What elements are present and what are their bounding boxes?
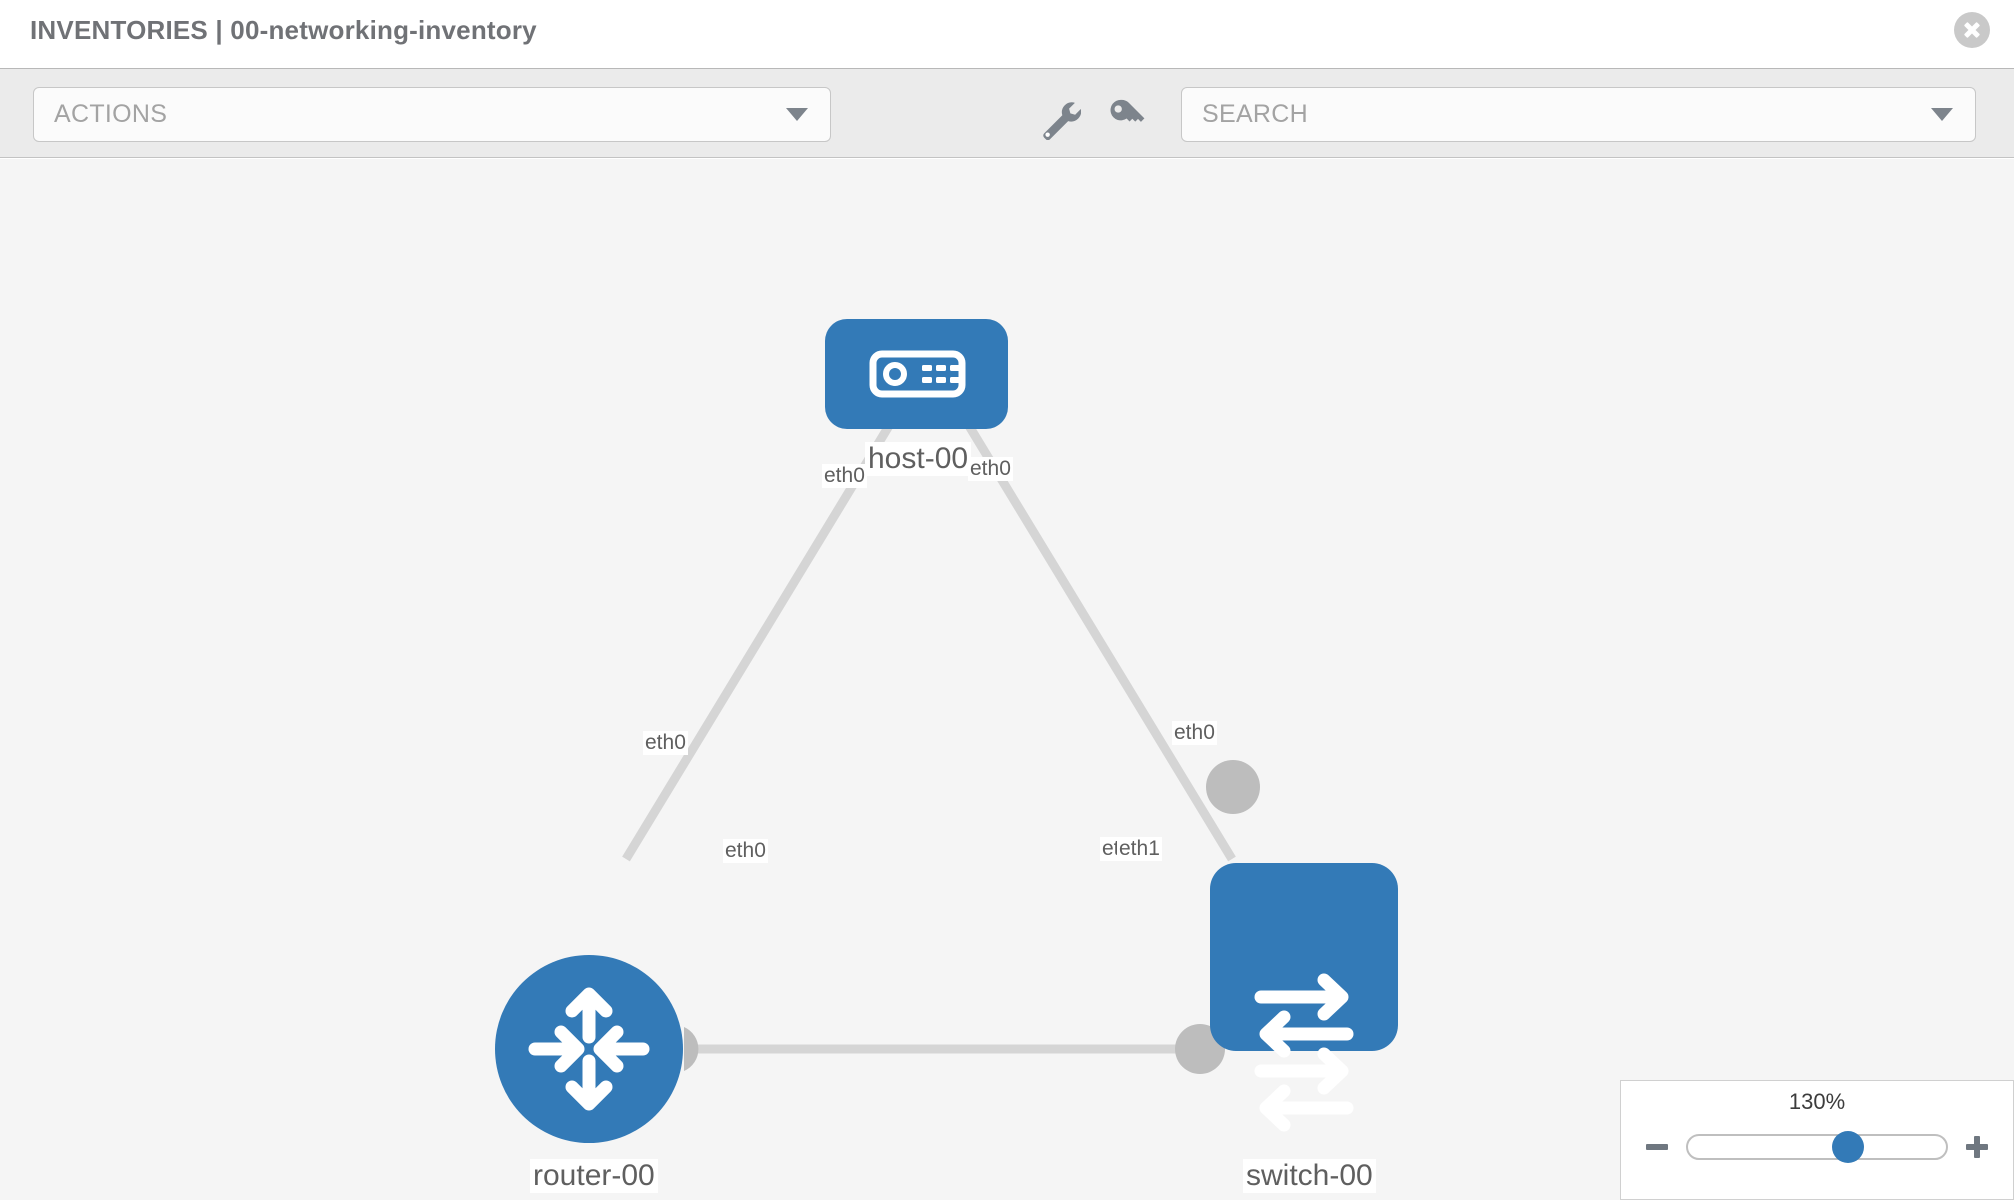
router-arrows-icon xyxy=(528,987,650,1111)
search-input[interactable]: SEARCH xyxy=(1181,87,1976,142)
port-switch-eth0-top[interactable] xyxy=(1206,760,1260,814)
topology-links xyxy=(622,408,1236,1054)
zoom-slider-thumb[interactable] xyxy=(1831,1131,1864,1163)
chevron-down-icon xyxy=(1931,108,1953,121)
close-icon[interactable] xyxy=(1954,12,1990,48)
zoom-level-value: 130% xyxy=(1788,1089,1846,1114)
node-host-00[interactable] xyxy=(825,319,1008,429)
zoom-out-button[interactable] xyxy=(1644,1134,1670,1160)
server-icon xyxy=(869,350,966,398)
zoom-control-panel: 130% xyxy=(1620,1080,2014,1200)
port-label-switch-left-b: eth1 xyxy=(1117,837,1162,862)
node-switch-00[interactable] xyxy=(1210,863,1398,1132)
node-label-switch: switch-00 xyxy=(1243,1159,1376,1193)
switch-arrows-icon xyxy=(1254,973,1354,1132)
page-header: INVENTORIES | 00-networking-inventory xyxy=(0,0,2014,68)
link-host-switch[interactable] xyxy=(956,408,1236,862)
actions-dropdown-label: ACTIONS xyxy=(54,100,168,128)
port-label-router-right: eth0 xyxy=(723,839,768,864)
port-label-host-right: eth0 xyxy=(968,457,1013,482)
node-label-router: router-00 xyxy=(530,1159,658,1193)
wrench-icon[interactable] xyxy=(1036,95,1082,141)
port-label-host-left: eth0 xyxy=(822,464,867,489)
actions-dropdown[interactable]: ACTIONS xyxy=(33,87,831,142)
topology-canvas[interactable]: host-00 eth0 eth0 eth0 eth0 router-00 et… xyxy=(0,159,2014,1200)
key-icon[interactable] xyxy=(1104,95,1150,141)
zoom-slider-row xyxy=(1621,1126,2013,1168)
port-switch-eth1-left[interactable] xyxy=(1175,1024,1225,1074)
node-label-host: host-00 xyxy=(865,442,972,476)
search-placeholder: SEARCH xyxy=(1202,100,1308,128)
port-label-router-up: eth0 xyxy=(643,731,688,756)
page-title: INVENTORIES | 00-networking-inventory xyxy=(30,15,537,45)
zoom-in-button[interactable] xyxy=(1964,1134,1990,1160)
chevron-down-icon xyxy=(786,108,808,121)
toolbar: ACTIONS SEARCH xyxy=(0,68,2014,158)
zoom-slider-track[interactable] xyxy=(1686,1131,1948,1163)
port-router-eth0-right[interactable] xyxy=(684,1027,699,1071)
port-label-switch-up: eth0 xyxy=(1172,721,1217,746)
node-router-00[interactable] xyxy=(495,955,683,1143)
topology-graph xyxy=(495,319,1398,1143)
